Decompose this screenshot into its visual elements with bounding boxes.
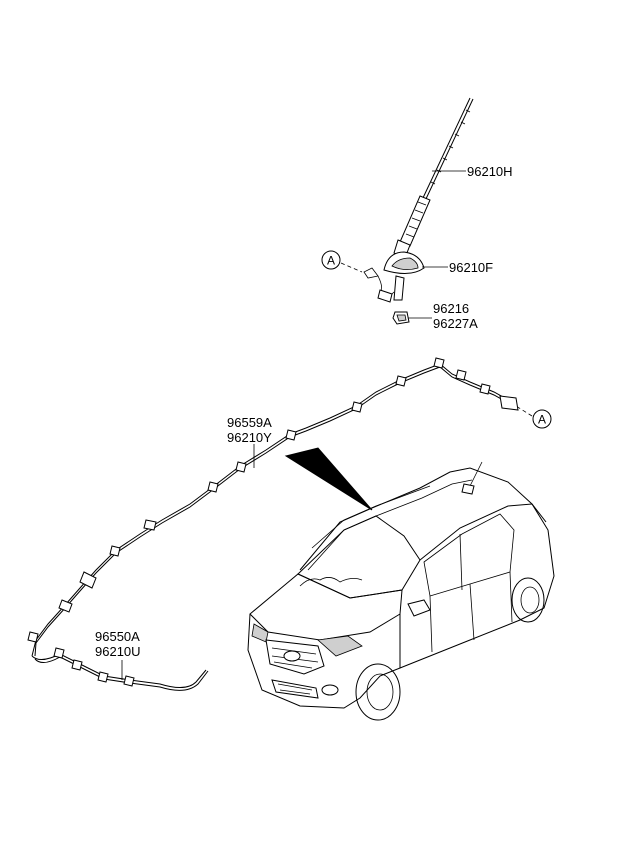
label-feeder-2: 96210U bbox=[95, 644, 141, 659]
label-cable-1: 96559A bbox=[227, 415, 272, 430]
pointer-wedge bbox=[284, 447, 373, 511]
callout-top: A bbox=[321, 250, 341, 270]
leader-lines bbox=[121, 170, 533, 680]
callout-right: A bbox=[532, 409, 552, 429]
roof-cable bbox=[27, 357, 519, 657]
antenna-mast bbox=[393, 97, 474, 259]
label-antenna-base: 96210F bbox=[449, 260, 493, 275]
label-cable-2: 96210Y bbox=[227, 430, 272, 445]
label-feeder-1: 96550A bbox=[95, 629, 140, 644]
callout-top-text: A bbox=[327, 254, 335, 268]
antenna-nut bbox=[392, 311, 410, 325]
car-illustration bbox=[247, 461, 555, 721]
antenna-base bbox=[363, 251, 425, 303]
label-nut-1: 96216 bbox=[433, 301, 469, 316]
label-nut-2: 96227A bbox=[433, 316, 478, 331]
label-antenna-mast: 96210H bbox=[467, 164, 513, 179]
feeder-cable bbox=[31, 647, 209, 691]
callout-right-text: A bbox=[538, 413, 546, 427]
